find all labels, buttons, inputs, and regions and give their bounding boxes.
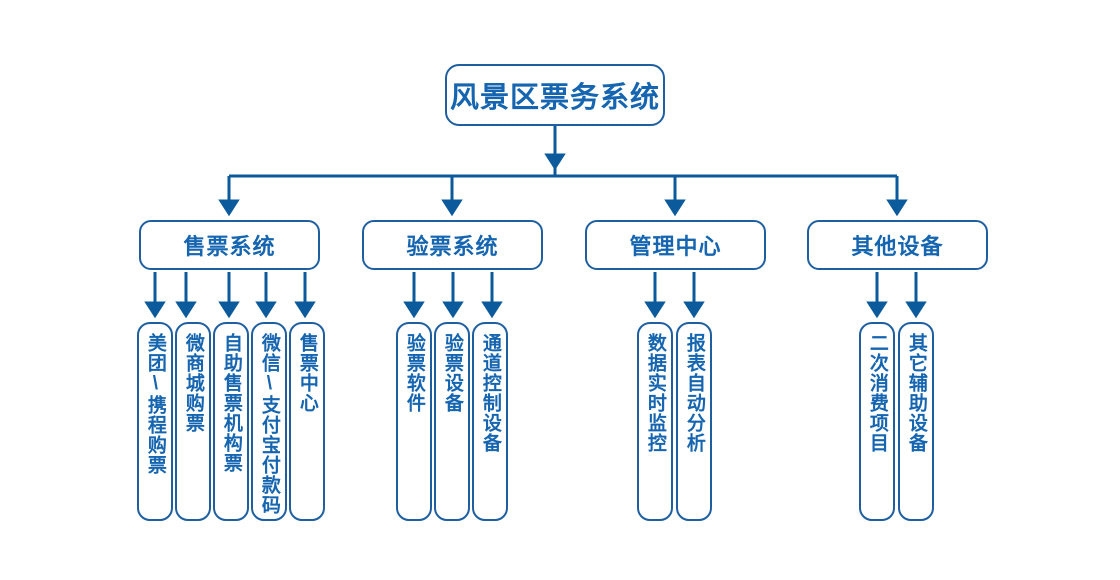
node-leaf[interactable]: 美团\携程购票 xyxy=(137,322,173,521)
node-leaf-label: 验票软件 xyxy=(403,333,425,413)
node-group-label: 管理中心 xyxy=(629,234,722,259)
node-leaf-label: 自助售票机构票 xyxy=(220,333,242,473)
node-leaf[interactable]: 数据实时监控 xyxy=(637,322,673,521)
node-leaf-label: 微商城购票 xyxy=(182,333,204,433)
node-leaf[interactable]: 其它辅助设备 xyxy=(898,322,934,521)
connector-bus xyxy=(229,126,897,178)
node-leaf[interactable]: 二次消费项目 xyxy=(859,322,895,521)
node-leaf-label: 其它辅助设备 xyxy=(905,333,927,453)
node-leaf[interactable]: 验票设备 xyxy=(434,322,470,521)
node-leaf[interactable]: 自助售票机构票 xyxy=(213,322,249,521)
node-root[interactable]: 风景区票务系统 xyxy=(445,64,665,126)
node-root-label: 风景区票务系统 xyxy=(449,82,660,114)
node-group-other-devices[interactable]: 其他设备 xyxy=(807,220,988,270)
node-leaf[interactable]: 售票中心 xyxy=(289,322,325,521)
node-group-ticketing[interactable]: 售票系统 xyxy=(139,220,320,270)
node-leaf-label: 微信\支付宝付款码 xyxy=(258,333,280,515)
node-group-label: 售票系统 xyxy=(183,234,276,259)
node-leaf-label: 售票中心 xyxy=(296,333,318,413)
connector-group-4-to-leaves xyxy=(866,272,927,319)
node-group-inspection[interactable]: 验票系统 xyxy=(362,220,543,270)
node-leaf-label: 二次消费项目 xyxy=(866,333,888,453)
node-leaf-label: 报表自动分析 xyxy=(683,333,705,453)
node-leaf[interactable]: 微商城购票 xyxy=(175,322,211,521)
connector-group-3-to-leaves xyxy=(644,272,705,319)
node-leaf-label: 数据实时监控 xyxy=(644,333,666,453)
connector-group-1-to-leaves xyxy=(144,272,316,319)
node-leaf-label: 美团\携程购票 xyxy=(144,333,166,475)
node-leaf[interactable]: 验票软件 xyxy=(396,322,432,521)
node-group-label: 验票系统 xyxy=(406,234,499,259)
node-leaf[interactable]: 微信\支付宝付款码 xyxy=(251,322,287,521)
node-leaf[interactable]: 报表自动分析 xyxy=(676,322,712,521)
node-leaf-label: 验票设备 xyxy=(441,333,463,413)
node-leaf-label: 通道控制设备 xyxy=(479,333,501,453)
node-group-management[interactable]: 管理中心 xyxy=(585,220,766,270)
connector-group-2-to-leaves xyxy=(403,272,503,319)
node-group-label: 其他设备 xyxy=(851,234,944,259)
node-leaf[interactable]: 通道控制设备 xyxy=(472,322,508,521)
